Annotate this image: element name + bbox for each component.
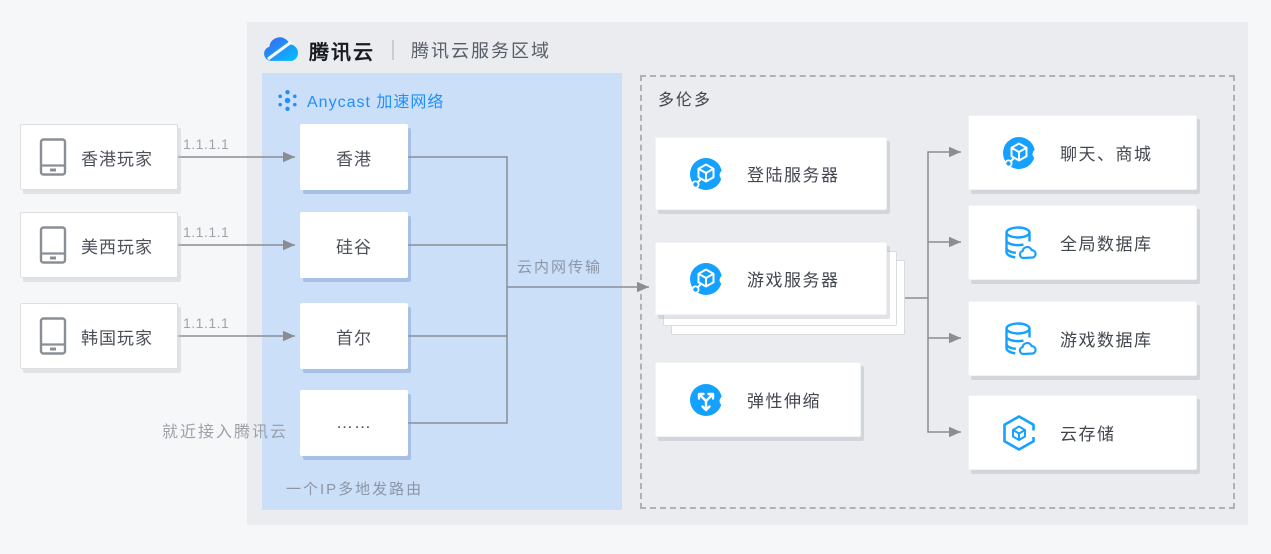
one-ip-routing-caption: 一个IP多地发路由 [286,481,424,498]
node-box-siliconvalley: 硅谷 [300,212,408,278]
player-label: 韩国玩家 [81,328,153,348]
toronto-region-title: 多伦多 [658,92,713,109]
player-box-korea: 韩国玩家 [20,303,178,369]
auto-scaling-icon [686,380,726,420]
node-box-more: …… [300,390,408,456]
node-box-seoul: 首尔 [300,303,408,369]
player-label: 香港玩家 [81,149,153,169]
target-label: 全局数据库 [1060,235,1153,254]
anycast-title-row: Anycast 加速网络 [277,88,444,112]
mobile-device-icon [38,225,68,265]
player-label: 美西玩家 [81,237,153,257]
target-box-game-database: 游戏数据库 [968,301,1197,376]
brand-name: 腾讯云 [309,41,375,64]
header-divider [392,40,394,60]
anycast-network-icon [277,89,298,112]
mobile-device-icon [38,137,68,177]
nearby-access-note: 就近接入腾讯云 [161,424,288,441]
cloud-storage-icon [999,413,1039,453]
node-box-hongkong: 香港 [300,124,408,190]
service-box-game-server: 游戏服务器 [655,242,887,315]
target-box-cloud-storage: 云存储 [968,395,1197,470]
target-label: 游戏数据库 [1060,331,1153,350]
target-label: 云存储 [1060,425,1116,444]
service-label: 游戏服务器 [747,271,840,290]
database-icon [999,223,1039,263]
player-box-hongkong: 香港玩家 [20,124,178,190]
cvm-server-icon [686,259,726,299]
cvm-server-icon [999,133,1039,173]
intranet-transfer-label: 云内网传输 [517,259,603,276]
ip-label: 1.1.1.1 [183,315,230,331]
target-box-global-database: 全局数据库 [968,205,1197,280]
service-label: 弹性伸缩 [747,392,821,411]
header: 腾讯云 腾讯云服务区域 [261,34,551,66]
target-box-chat-mall: 聊天、商城 [968,115,1197,190]
target-label: 聊天、商城 [1060,145,1153,164]
service-box-login-server: 登陆服务器 [655,137,887,210]
service-region-label: 腾讯云服务区域 [411,41,551,61]
service-box-auto-scaling: 弹性伸缩 [655,362,861,437]
ip-label: 1.1.1.1 [183,224,230,240]
service-label: 登陆服务器 [747,166,840,185]
database-icon [999,319,1039,359]
anycast-title: Anycast 加速网络 [307,94,445,111]
player-box-uswest: 美西玩家 [20,212,178,278]
ip-label: 1.1.1.1 [183,136,230,152]
cvm-server-icon [686,154,726,194]
mobile-device-icon [38,316,68,356]
